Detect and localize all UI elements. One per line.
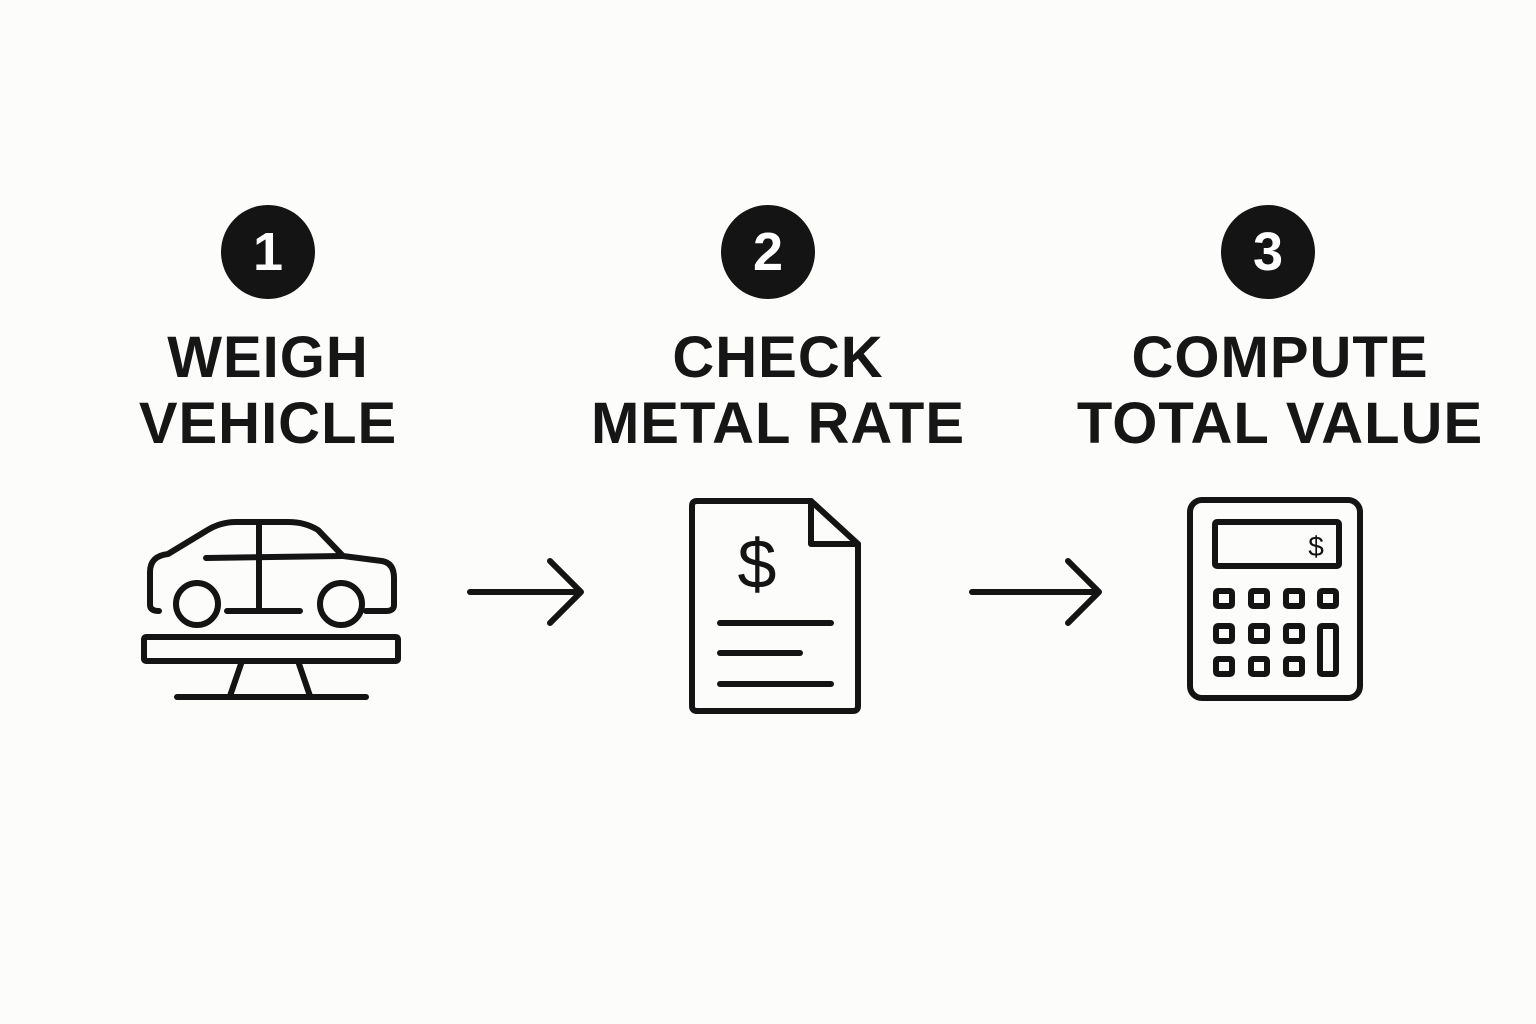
step-1-title: WEIGH VEHICLE [8, 325, 528, 457]
step-2-title-line-1: CHECK [672, 325, 884, 390]
dollar-symbol: $ [738, 525, 777, 603]
step-2-title-line-2: METAL RATE [590, 391, 966, 456]
price-document-icon: $ [689, 498, 861, 714]
display-dollar-symbol: $ [1308, 531, 1324, 562]
step-3-title: COMPUTE TOTAL VALUE [1020, 325, 1536, 457]
arrow-right-icon [467, 558, 584, 626]
step-3-title-line-1: COMPUTE [1131, 325, 1429, 390]
arrow-right-icon [969, 558, 1102, 626]
step-1-title-line-1: WEIGH [167, 325, 369, 390]
step-3-number-badge: 3 [1221, 205, 1315, 299]
step-1-number-badge: 1 [221, 205, 315, 299]
step-1-title-line-2: VEHICLE [138, 391, 398, 456]
calculator-icon: $ [1187, 497, 1363, 701]
step-2-number-badge: 2 [721, 205, 815, 299]
step-2-title: CHECK METAL RATE [518, 325, 1038, 457]
car-on-scale-icon [141, 519, 401, 700]
step-3-title-line-2: TOTAL VALUE [1076, 391, 1484, 456]
